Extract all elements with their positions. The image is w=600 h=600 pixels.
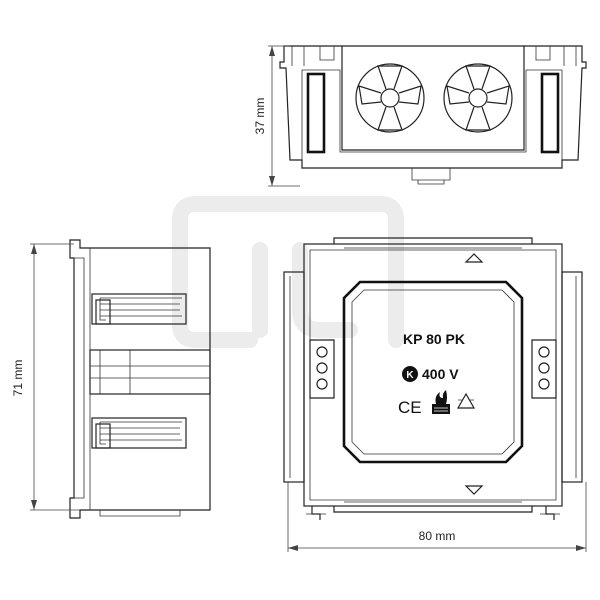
knockout-left [355,63,425,133]
k-symbol-icon: K [402,366,418,382]
dim-width-front: 80 mm [419,529,456,543]
knockout-right [443,63,513,133]
model-label: KP 80 PK [403,331,465,347]
top-view: 37 mm [253,45,587,187]
ear-right [531,339,557,399]
triangle-marker-icon [464,253,484,495]
side-view: 71 mm [11,239,211,519]
front-plate [342,280,524,464]
recycle-icon [456,392,476,409]
front-view: KP 80 PK K 400 V CE 80 mm [283,237,587,552]
ce-mark: CE [398,398,422,417]
svg-text:K: K [406,370,414,381]
dim-height-top: 37 mm [253,98,267,135]
dim-height-side: 71 mm [11,360,25,397]
watermark-logo [172,196,404,348]
fire-resistance-icon [432,390,450,414]
ear-left [309,339,335,399]
voltage-label: 400 V [422,366,459,382]
side-clip-bottom [91,417,187,449]
side-clip-top [91,293,187,325]
